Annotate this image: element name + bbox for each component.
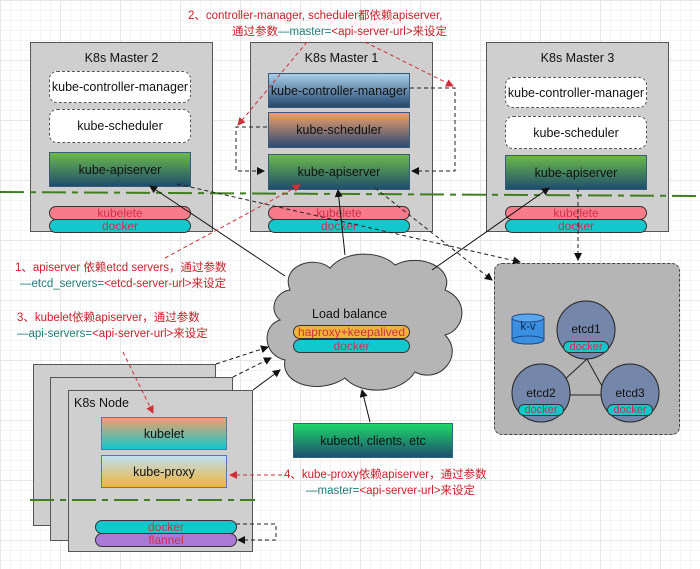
master-3-title: K8s Master 3: [540, 51, 615, 65]
master-2-scheduler[interactable]: kube-scheduler: [49, 109, 191, 143]
master-1-apiserver[interactable]: kube-apiserver: [268, 154, 410, 190]
note-3: 3、kubelet依赖apiserver，通过参数 —api-servers=<…: [17, 310, 208, 342]
note2-arrow-left: [237, 41, 308, 126]
master-3-controller-manager[interactable]: kube-controller-manager: [505, 77, 647, 108]
clients-to-lb-arrow: [359, 389, 371, 423]
lb-haproxy-keepalived[interactable]: haproxy+keepalived: [293, 325, 410, 339]
lb-to-master3-arrow: [431, 187, 550, 271]
master-1-title: K8s Master 1: [304, 51, 379, 65]
lb-to-master2-arrow: [149, 185, 286, 277]
master2-to-etcd-arrow: [176, 183, 521, 265]
boundary-line-masters: [0, 191, 700, 197]
controller-to-apiserver-arrow: [410, 87, 456, 175]
note-4-line1: 4、kube-proxy依赖apiserver，通过参数: [284, 469, 487, 481]
note1-arrow: [164, 184, 301, 259]
note3-arrow: [122, 351, 154, 414]
lb-docker[interactable]: docker: [293, 339, 410, 353]
kv-database-icon: [511, 313, 545, 345]
note-3-line1: 3、kubelet依赖apiserver，通过参数: [17, 312, 200, 324]
master-3-docker[interactable]: docker: [505, 219, 647, 233]
node3-to-lb-arrow: [215, 345, 269, 365]
note-1: 1、apiserver 依赖etcd servers，通过参数 —etcd_se…: [15, 260, 227, 292]
master-2-apiserver[interactable]: kube-apiserver: [49, 152, 191, 187]
master-2-docker[interactable]: docker: [49, 219, 191, 233]
node1-to-lb-arrow: [252, 369, 281, 391]
master-1: K8s Master 1 kube-controller-manager kub…: [250, 42, 433, 233]
etcd1-label: etcd1: [571, 322, 601, 336]
clients-box[interactable]: kubectl, clients, etc: [293, 423, 453, 458]
load-balancer-cloud: [266, 253, 463, 391]
etcd3-docker[interactable]: docker: [607, 404, 653, 416]
note-2-line2: 通过参数—master=<api-server-url>来设定: [232, 26, 448, 38]
master-3-apiserver[interactable]: kube-apiserver: [505, 155, 647, 190]
node2-to-lb-arrow: [232, 357, 272, 378]
node-kube-proxy[interactable]: kube-proxy: [101, 455, 227, 488]
node-flannel[interactable]: flannel: [95, 533, 237, 547]
note-2-line1: 2、controller-manager, scheduler都依赖apiser…: [188, 10, 443, 22]
master-2-controller-manager[interactable]: kube-controller-manager: [49, 71, 191, 103]
node-title: K8s Node: [74, 396, 129, 410]
master-2-title: K8s Master 2: [84, 51, 159, 65]
kv-label: k-v: [520, 321, 536, 333]
master-1-docker[interactable]: docker: [268, 219, 410, 233]
etcd3-label: etcd3: [615, 386, 645, 400]
scheduler-to-apiserver-arrow: [235, 126, 267, 175]
note-4: 4、kube-proxy依赖apiserver，通过参数 —master=<ap…: [284, 467, 487, 499]
etcd-links: [546, 358, 608, 396]
note-1-line2: —etcd_servers=<etcd-server-url>来设定: [20, 278, 227, 290]
master-1-controller-manager[interactable]: kube-controller-manager: [268, 73, 410, 108]
master1-to-etcd-arrow: [374, 187, 493, 281]
etcd2-label: etcd2: [526, 386, 556, 400]
master-3: K8s Master 3 kube-controller-manager kub…: [486, 42, 669, 233]
note-4-line2: —master=<api-server-url>来设定: [306, 485, 476, 497]
note-1-line1: 1、apiserver 依赖etcd servers，通过参数: [15, 262, 227, 274]
etcd1-docker[interactable]: docker: [563, 341, 609, 353]
note-3-line2: —api-servers=<api-server-url>来设定: [17, 328, 208, 340]
node-kubelet[interactable]: kubelet: [101, 417, 227, 450]
docker-flannel-loop: [236, 523, 277, 544]
master-3-scheduler[interactable]: kube-scheduler: [505, 116, 647, 149]
etcd2-docker[interactable]: docker: [518, 404, 564, 416]
note-2: 2、controller-manager, scheduler都依赖apiser…: [188, 8, 447, 40]
master-2: K8s Master 2 kube-controller-manager kub…: [30, 42, 213, 233]
load-balancer-title: Load balance: [312, 307, 388, 321]
note2-arrow-right: [364, 41, 454, 87]
lb-to-master1-arrow: [334, 189, 346, 256]
k8s-node: K8s Node kubelet kube-proxy docker flann…: [68, 390, 253, 552]
master-1-scheduler[interactable]: kube-scheduler: [268, 112, 410, 148]
